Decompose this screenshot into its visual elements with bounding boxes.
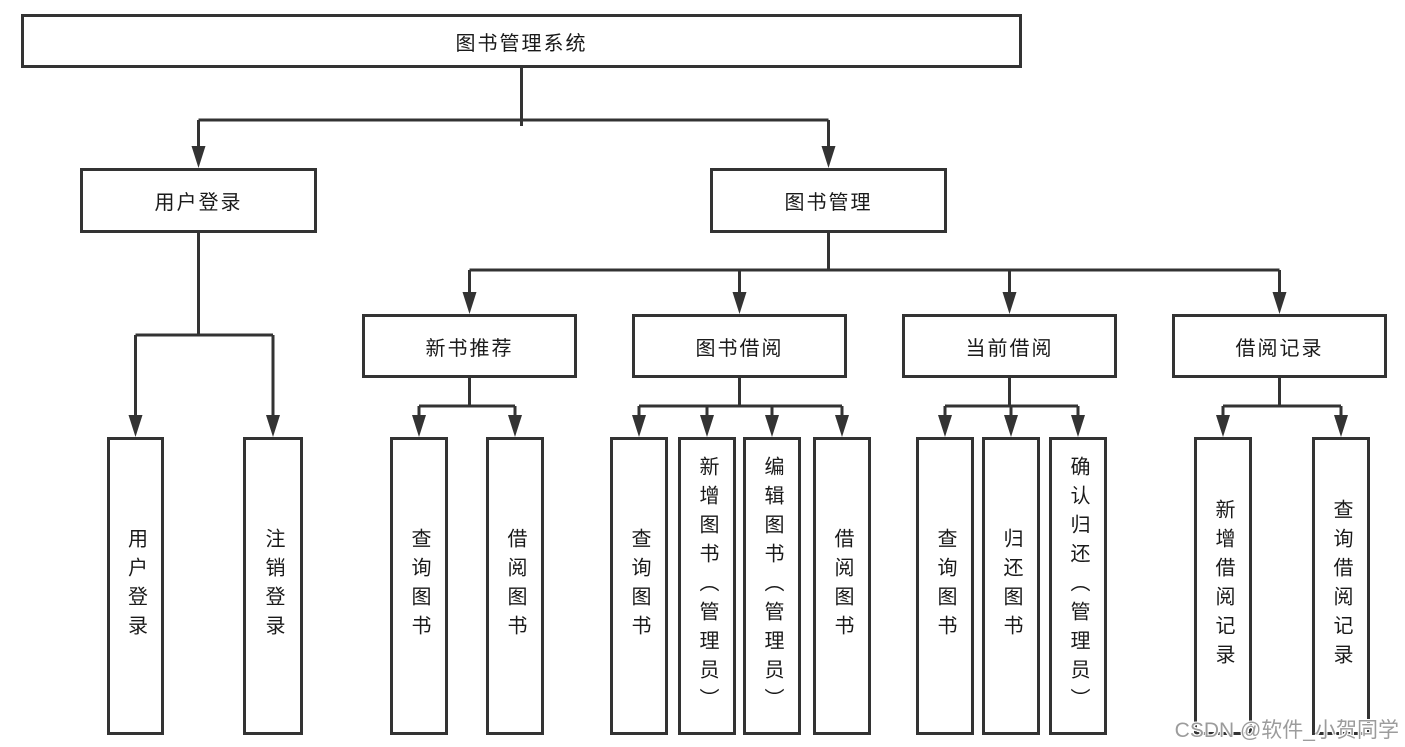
leaf-label: 编辑图书（管理员）: [761, 455, 783, 717]
leaf-label: 查询借阅记录: [1330, 499, 1352, 673]
node-new-book-recommend: 新书推荐: [362, 314, 577, 378]
node-book-borrow: 图书借阅: [632, 314, 847, 378]
leaf-label: 注销登录: [262, 528, 284, 644]
node-book-management: 图书管理: [710, 168, 947, 233]
node-book-borrow-label: 图书借阅: [695, 337, 784, 360]
leaf-label: 用户登录: [124, 528, 147, 644]
leaf-label: 查询图书: [408, 528, 430, 644]
leaf-label: 新增借阅记录: [1212, 499, 1234, 673]
leaf-add-borrow-record: 新增借阅记录: [1194, 437, 1252, 735]
node-user-login: 用户登录: [80, 168, 317, 233]
leaf-label: 确认归还（管理员）: [1067, 455, 1089, 717]
leaf-add-books-admin: 新增图书（管理员）: [678, 437, 736, 735]
node-user-login-label: 用户登录: [154, 192, 243, 214]
node-new-book-recommend-label: 新书推荐: [425, 337, 514, 360]
leaf-label: 查询图书: [628, 528, 650, 644]
leaf-query-borrow-record: 查询借阅记录: [1312, 437, 1370, 735]
leaf-user-login: 用户登录: [107, 437, 164, 735]
node-current-borrow-label: 当前借阅: [965, 337, 1054, 360]
leaf-edit-books-admin: 编辑图书（管理员）: [743, 437, 801, 735]
leaf-label: 借阅图书: [831, 528, 853, 644]
leaf-borrow-books-1: 借阅图书: [486, 437, 544, 735]
leaf-confirm-return-admin: 确认归还（管理员）: [1049, 437, 1107, 735]
leaf-query-books-2: 查询图书: [610, 437, 668, 735]
node-borrow-records: 借阅记录: [1172, 314, 1387, 378]
leaf-query-books-3: 查询图书: [916, 437, 974, 735]
node-root-label: 图书管理系统: [455, 32, 588, 55]
leaf-return-books: 归还图书: [982, 437, 1040, 735]
leaf-query-books-1: 查询图书: [390, 437, 448, 735]
watermark: CSDN @软件_小贺同学: [1174, 719, 1399, 742]
leaf-borrow-books-2: 借阅图书: [813, 437, 871, 735]
connector-lines: [134, 68, 1343, 417]
leaf-label: 查询图书: [934, 528, 956, 644]
leaf-label: 借阅图书: [504, 528, 526, 644]
leaf-logout: 注销登录: [243, 437, 303, 735]
node-root: 图书管理系统: [21, 14, 1022, 68]
leaf-label: 新增图书（管理员）: [696, 455, 718, 717]
node-current-borrow: 当前借阅: [902, 314, 1117, 378]
node-book-management-label: 图书管理: [784, 192, 873, 214]
leaf-label: 归还图书: [1000, 528, 1022, 644]
node-borrow-records-label: 借阅记录: [1235, 337, 1324, 360]
